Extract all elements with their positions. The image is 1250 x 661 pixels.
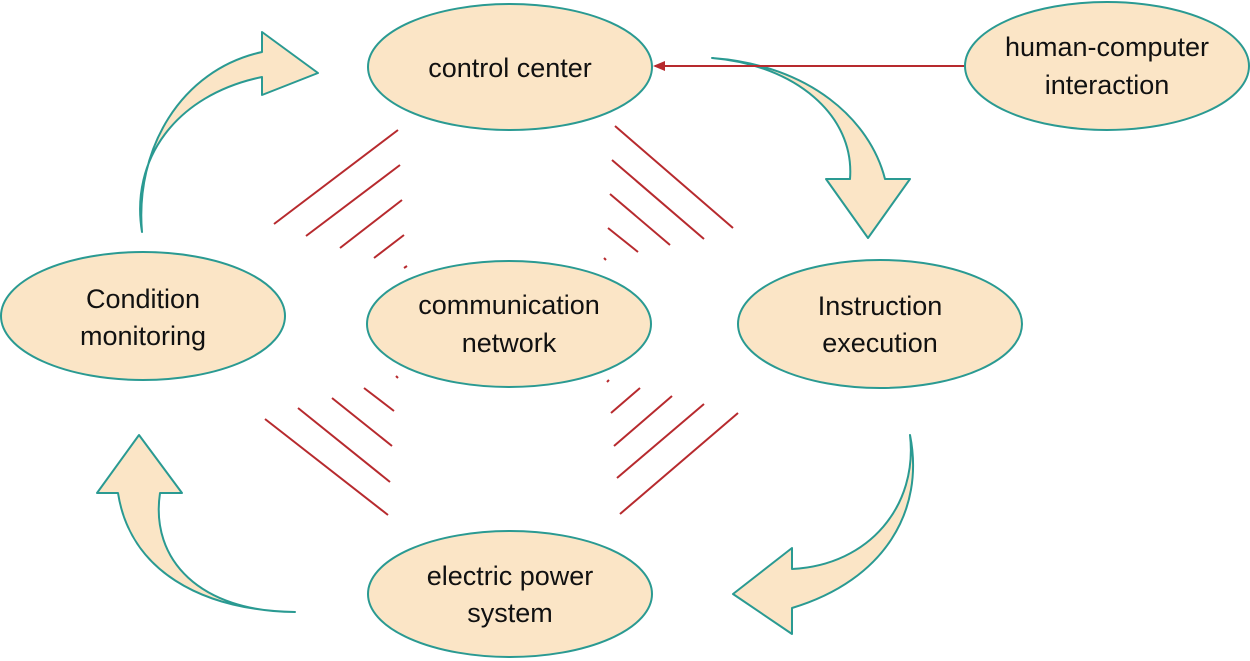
node-control-center-label: control center [428, 53, 592, 83]
cycle-arrow-top-left [139, 31, 319, 233]
link-hatch-bottom-left [264, 375, 399, 516]
node-network-label-line2: network [462, 328, 557, 358]
cycle-arrow-top-right [711, 57, 911, 239]
node-power-label-line1: electric power [427, 561, 594, 591]
node-condition-label-line2: monitoring [80, 321, 206, 351]
node-electric-power-system: electric power system [367, 530, 653, 658]
node-condition-monitoring: Condition monitoring [0, 251, 286, 381]
node-control-center: control center [367, 3, 653, 131]
node-human-computer-label-line1: human-computer [1005, 32, 1209, 62]
node-human-computer-label-line2: interaction [1045, 70, 1170, 100]
node-instruction-label-line1: Instruction [818, 291, 943, 321]
node-human-computer-interaction: human-computer interaction [964, 1, 1250, 131]
link-hatch-top-right [603, 125, 734, 261]
node-condition-label-line1: Condition [86, 284, 200, 314]
node-instruction-execution: Instruction execution [737, 259, 1023, 389]
cycle-arrow-bottom-left [96, 434, 296, 613]
node-instruction-label-line2: execution [822, 328, 938, 358]
link-hatch-bottom-right [606, 379, 739, 515]
node-network-label-line1: communication [418, 290, 600, 320]
cycle-arrow-bottom-right [732, 434, 915, 635]
node-communication-network: communication network [366, 260, 652, 388]
node-power-label-line2: system [467, 598, 553, 628]
link-hatch-top-left [273, 129, 408, 269]
